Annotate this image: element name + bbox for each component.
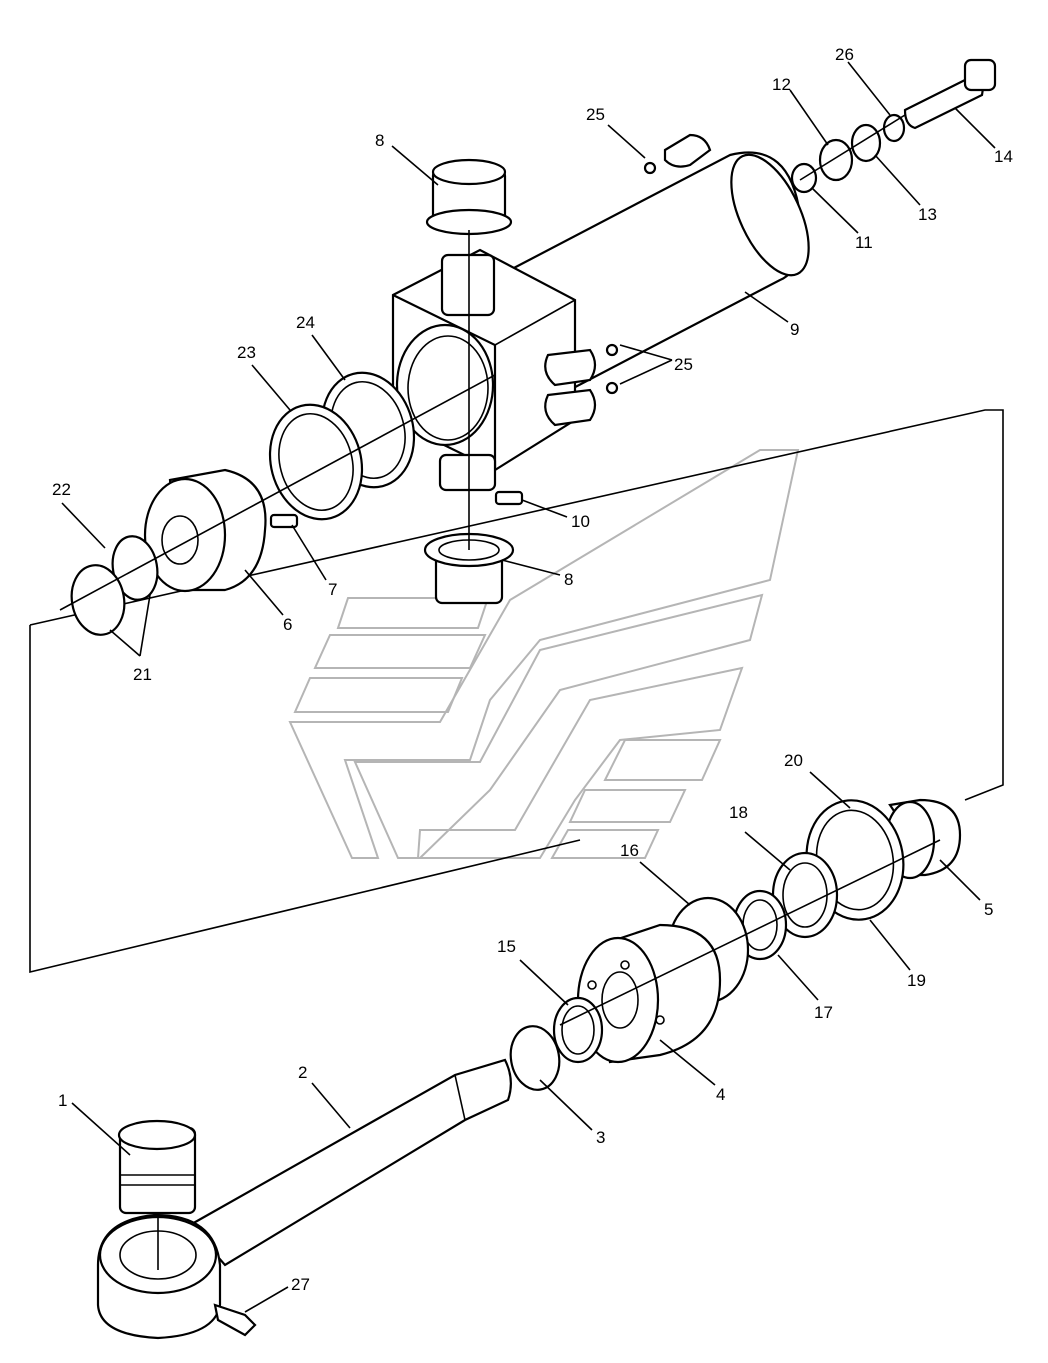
- callout-26: 26: [835, 45, 854, 64]
- callout-1: 1: [58, 1091, 67, 1110]
- piston: [143, 468, 267, 593]
- piston-rod: [188, 1058, 512, 1267]
- callout-23: 23: [237, 343, 256, 362]
- callout-18: 18: [729, 803, 748, 822]
- callout-13: 13: [918, 205, 937, 224]
- callout-12: 12: [772, 75, 791, 94]
- assembly-lines: [29, 409, 1004, 974]
- leader-lines: [61, 61, 996, 1313]
- callout-5: 5: [984, 900, 993, 919]
- callout-8-bottom: 8: [564, 570, 573, 589]
- ring-21: [111, 535, 159, 601]
- callout-16: 16: [620, 841, 639, 860]
- watermark-logo: [288, 449, 800, 859]
- callout-6: 6: [283, 615, 292, 634]
- bushing-top: [425, 158, 513, 236]
- callout-3: 3: [596, 1128, 605, 1147]
- cylinder-barrel: [508, 133, 810, 397]
- callout-22: 22: [52, 480, 71, 499]
- callout-17: 17: [814, 1003, 833, 1022]
- gland-assembly: [509, 798, 962, 1091]
- callout-20: 20: [784, 751, 803, 770]
- callout-15: 15: [497, 937, 516, 956]
- callout-25-side: 25: [674, 355, 693, 374]
- callout-9: 9: [790, 320, 799, 339]
- callout-14: 14: [994, 147, 1013, 166]
- callout-labels: 1 2 3 4 5 6 7 8 8 9 10 11 12 13 14 15 16…: [52, 45, 1013, 1294]
- callout-27: 27: [291, 1275, 310, 1294]
- callout-25-top: 25: [586, 105, 605, 124]
- callout-4: 4: [716, 1085, 725, 1104]
- callout-8-top: 8: [375, 131, 384, 150]
- callout-21: 21: [133, 665, 152, 684]
- callout-19: 19: [907, 971, 926, 990]
- callout-11: 11: [855, 233, 873, 252]
- callout-24: 24: [296, 313, 315, 332]
- axis-lines: [59, 114, 941, 1270]
- callout-10: 10: [571, 512, 590, 531]
- callout-7: 7: [328, 580, 337, 599]
- callout-2: 2: [298, 1063, 307, 1082]
